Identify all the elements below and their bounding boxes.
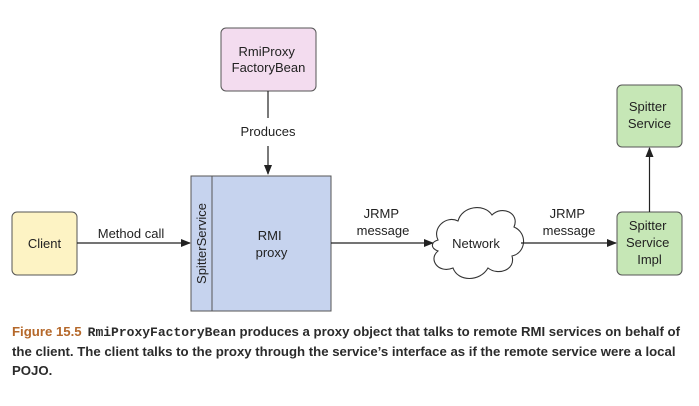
factory-bean-node: RmiProxy FactoryBean (220, 27, 317, 92)
network-label: Network (452, 236, 500, 251)
service-impl-line-1: Spitter (629, 218, 667, 233)
method-call-label: Method call (98, 226, 165, 241)
jrmp-right-label: JRMP message (543, 206, 596, 238)
spitter-service-interface-label: SpitterService (194, 203, 209, 284)
diagram-canvas: RmiProxy FactoryBean Produces Client Met… (11, 27, 683, 312)
network-node: Network (431, 207, 525, 280)
jrmp-left-label: JRMP message (357, 206, 410, 238)
caption-code: RmiProxyFactoryBean (87, 325, 236, 340)
rmi-proxy-line-2: proxy (256, 245, 288, 260)
spitter-service-interface-band (190, 175, 213, 312)
figure-caption: Figure 15.5 RmiProxyFactoryBean produces … (12, 322, 682, 380)
spitter-service-line-1: Spitter (629, 99, 667, 114)
svg-text:RmiProxy FactoryBean: RmiProxy FactoryBean (232, 44, 306, 75)
svg-text:Spitter Service Im: Spitter Service Impl (626, 218, 673, 267)
service-impl-line-3: Impl (637, 252, 662, 267)
network-cloud-shape (431, 207, 525, 280)
factory-bean-line-1: RmiProxy (239, 44, 296, 59)
client-label: Client (28, 236, 62, 251)
svg-text:RMI proxy: RMI proxy (256, 228, 288, 260)
client-node: Client (11, 211, 78, 276)
figure-label: Figure 15.5 (12, 324, 82, 339)
rmi-proxy-line-1: RMI (258, 228, 282, 243)
service-impl-line-2: Service (626, 235, 669, 250)
caption-text: produces a proxy object that talks to re… (12, 324, 680, 378)
factory-bean-line-2: FactoryBean (232, 60, 306, 75)
svg-text:Spitter Service: Spitter Service (628, 99, 671, 131)
service-impl-node: Spitter Service Impl (616, 211, 683, 276)
spitter-service-node: Spitter Service (616, 84, 683, 148)
spitter-service-line-2: Service (628, 116, 671, 131)
produces-label: Produces (241, 124, 296, 139)
rmi-proxy-node: SpitterService RMI proxy (190, 175, 332, 312)
